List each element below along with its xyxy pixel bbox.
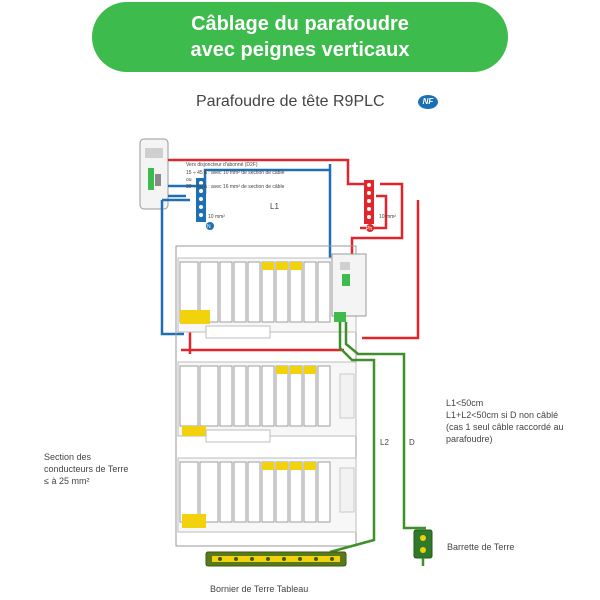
- section-line-3: ≤ à 25 mm²: [44, 476, 90, 486]
- title-banner: Câblage du parafoudre avec peignes verti…: [92, 2, 508, 72]
- earth-terminal-bar: [205, 551, 347, 567]
- rule-line-3: (cas 1 seul câble raccordé au: [446, 422, 564, 432]
- barrette-label: Barrette de Terre: [447, 542, 515, 552]
- din-row-1: [177, 257, 357, 339]
- section-line-1: Section des: [44, 452, 92, 462]
- neutral-terminal-block: [196, 178, 214, 230]
- nf-logo: NF: [418, 95, 438, 109]
- label-l2: L2: [380, 438, 389, 447]
- bornier-label: Bornier de Terre Tableau: [210, 584, 309, 594]
- title-line-1: Câblage du parafoudre: [191, 13, 409, 35]
- earth-wires: [329, 322, 426, 554]
- label-l1: L1: [270, 202, 279, 211]
- section-line-2: conducteurs de Terre: [44, 464, 129, 474]
- barrette-de-terre: [413, 529, 433, 566]
- surge-protector-r9plc: [331, 253, 367, 322]
- phase-section: 10 mm²: [379, 214, 396, 220]
- wiring-note-1: Vers disjoncteur d'abonné (D2F): [186, 162, 258, 168]
- subscriber-breaker: [139, 138, 169, 210]
- rule-line-1: L1<50cm: [446, 398, 484, 408]
- subtitle: Parafoudre de tête R9PLC: [196, 93, 385, 110]
- neutral-section: 10 mm²: [208, 214, 225, 220]
- wiring-note-2: 15 ÷ 45 A : avec 10 mm² de section de câ…: [186, 170, 285, 176]
- phase-terminal-block: [364, 180, 374, 232]
- label-d: D: [409, 438, 415, 447]
- neutral-marker: N: [207, 224, 211, 230]
- rule-line-4: parafoudre): [446, 434, 493, 444]
- din-row-3: [177, 457, 357, 533]
- rule-line-2: L1+L2<50cm si D non câblé: [446, 410, 559, 420]
- phase-marker: Ph: [366, 226, 373, 232]
- wiring-note-3: ou: [186, 177, 192, 183]
- title-line-2: avec peignes verticaux: [190, 39, 410, 61]
- din-row-2: [177, 361, 357, 443]
- wiring-note-4: 30 ÷ 60 A : avec 16 mm² de section de câ…: [186, 184, 285, 190]
